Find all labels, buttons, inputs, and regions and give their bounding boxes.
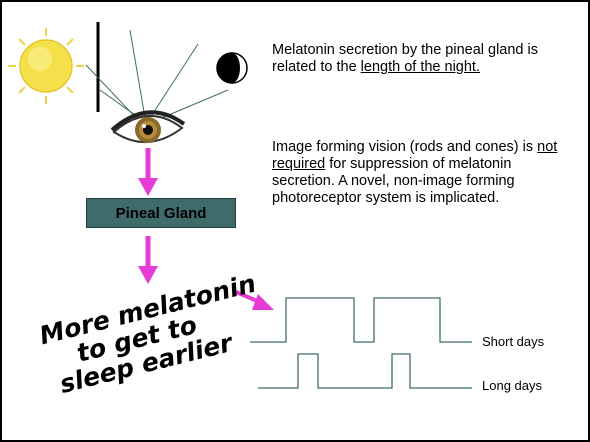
eye-icon <box>112 112 184 143</box>
pineal-gland-label: Pineal Gland <box>116 205 207 222</box>
paragraph2-text-before: Image forming vision (rods and cones) is <box>272 139 537 155</box>
long-days-trace <box>258 354 472 388</box>
arrow-eye-to-gland <box>138 148 158 196</box>
moon-icon <box>217 53 247 83</box>
long-days-label: Long days <box>482 378 542 393</box>
short-days-label: Short days <box>482 334 544 349</box>
paragraph1-underlined: length of the night. <box>361 59 480 75</box>
paragraph-night-length: Melatonin secretion by the pineal gland … <box>272 42 572 76</box>
short-days-trace <box>250 298 472 342</box>
pineal-gland-box: Pineal Gland <box>86 198 236 228</box>
sight-lines <box>86 30 228 122</box>
sun-icon <box>8 28 84 104</box>
paragraph-photoreceptor: Image forming vision (rods and cones) is… <box>272 139 572 207</box>
word-art: More melatonin to get to sleep earlier <box>37 269 272 401</box>
arrow-gland-down <box>138 236 158 284</box>
